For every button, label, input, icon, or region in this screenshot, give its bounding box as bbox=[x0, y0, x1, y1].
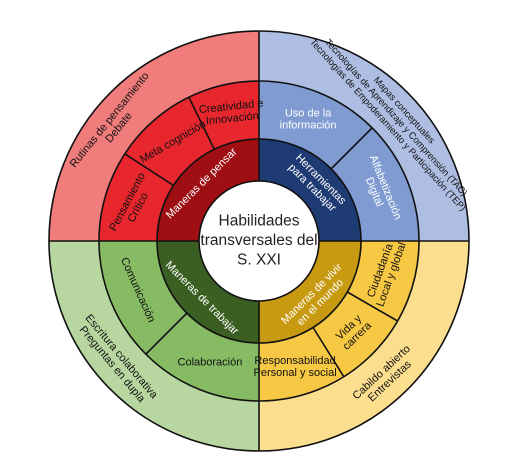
trabajar-middle-label-line: Colaboración bbox=[178, 356, 243, 368]
middle-divider-pensar-1 bbox=[188, 96, 216, 150]
ring-border-3 bbox=[48, 30, 470, 452]
middle-divider-trabajar-5 bbox=[145, 312, 188, 355]
trabajar-middle-label: Colaboración bbox=[178, 356, 243, 368]
herramientas-middle-label-line: Uso de la bbox=[285, 107, 332, 119]
middle-divider-pensar-0 bbox=[124, 153, 174, 187]
ring-border-1 bbox=[156, 138, 362, 344]
pensar-outer-ring bbox=[49, 31, 259, 241]
center-title-line: Habilidades bbox=[219, 213, 300, 230]
trabajar-outer-ring bbox=[49, 241, 259, 451]
herramientas-inner-ring bbox=[259, 139, 361, 241]
center-circle bbox=[199, 181, 319, 301]
middle-divider-herramientas-2 bbox=[330, 127, 373, 170]
middle-divider-vivir-4 bbox=[312, 327, 345, 378]
herramientas-outer-ring bbox=[259, 31, 469, 241]
ring-border-0 bbox=[198, 180, 320, 302]
vivir-middle-ring bbox=[259, 241, 419, 401]
trabajar-inner-ring bbox=[157, 241, 259, 343]
vivir-inner-ring bbox=[259, 241, 361, 343]
ring-border-2 bbox=[98, 80, 420, 402]
vivir-outer-ring bbox=[259, 241, 469, 451]
center-title-line: S. XXI bbox=[237, 252, 281, 269]
middle-divider-vivir-3 bbox=[346, 291, 398, 322]
center-title: Habilidades transversales del S. XXI bbox=[200, 213, 317, 269]
pensar-middle-label-line: Innovación bbox=[205, 110, 259, 127]
herramientas-middle-label-line: información bbox=[280, 119, 337, 131]
vivir-middle-label-line: Personal y social bbox=[254, 367, 337, 379]
vivir-middle-label-line: Responsabilidad bbox=[254, 355, 335, 367]
center-title-line: transversales del bbox=[200, 232, 317, 249]
pensar-inner-ring bbox=[157, 139, 259, 241]
pensar-middle-ring bbox=[99, 81, 259, 241]
